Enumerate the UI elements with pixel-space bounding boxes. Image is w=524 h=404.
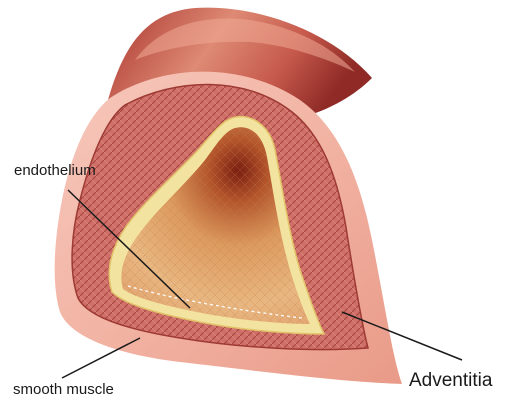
smooth-muscle-label: smooth muscle xyxy=(13,382,114,397)
adventitia-label: Adventitia xyxy=(409,371,492,390)
endothelium-label: endothelium xyxy=(14,163,96,178)
